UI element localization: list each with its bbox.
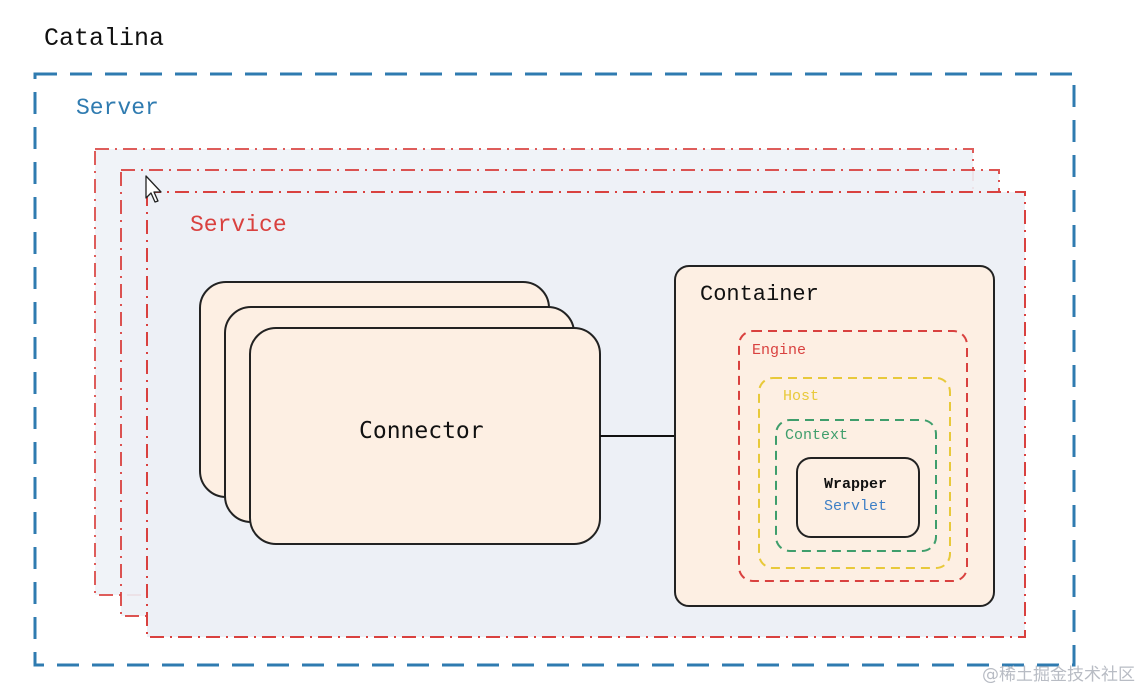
container-label: Container	[700, 282, 819, 307]
server-label: Server	[76, 95, 159, 121]
mouse-cursor-icon	[145, 175, 162, 203]
wrapper-label: Wrapper	[824, 476, 888, 493]
connector-label: Connector	[359, 418, 484, 444]
server-boundary	[33, 72, 1076, 667]
catalina-title: Catalina	[44, 24, 165, 53]
servlet-label: Servlet	[824, 498, 888, 515]
host-label: Host	[783, 388, 820, 405]
engine-label: Engine	[752, 342, 807, 359]
host-boundary	[758, 377, 951, 569]
context-boundary	[775, 419, 937, 552]
engine-boundary	[738, 330, 968, 582]
wrapper-box[interactable]	[796, 457, 920, 538]
context-label: Context	[785, 427, 849, 444]
watermark: @稀土掘金技术社区	[982, 665, 1135, 685]
service-label: Service	[190, 212, 287, 238]
